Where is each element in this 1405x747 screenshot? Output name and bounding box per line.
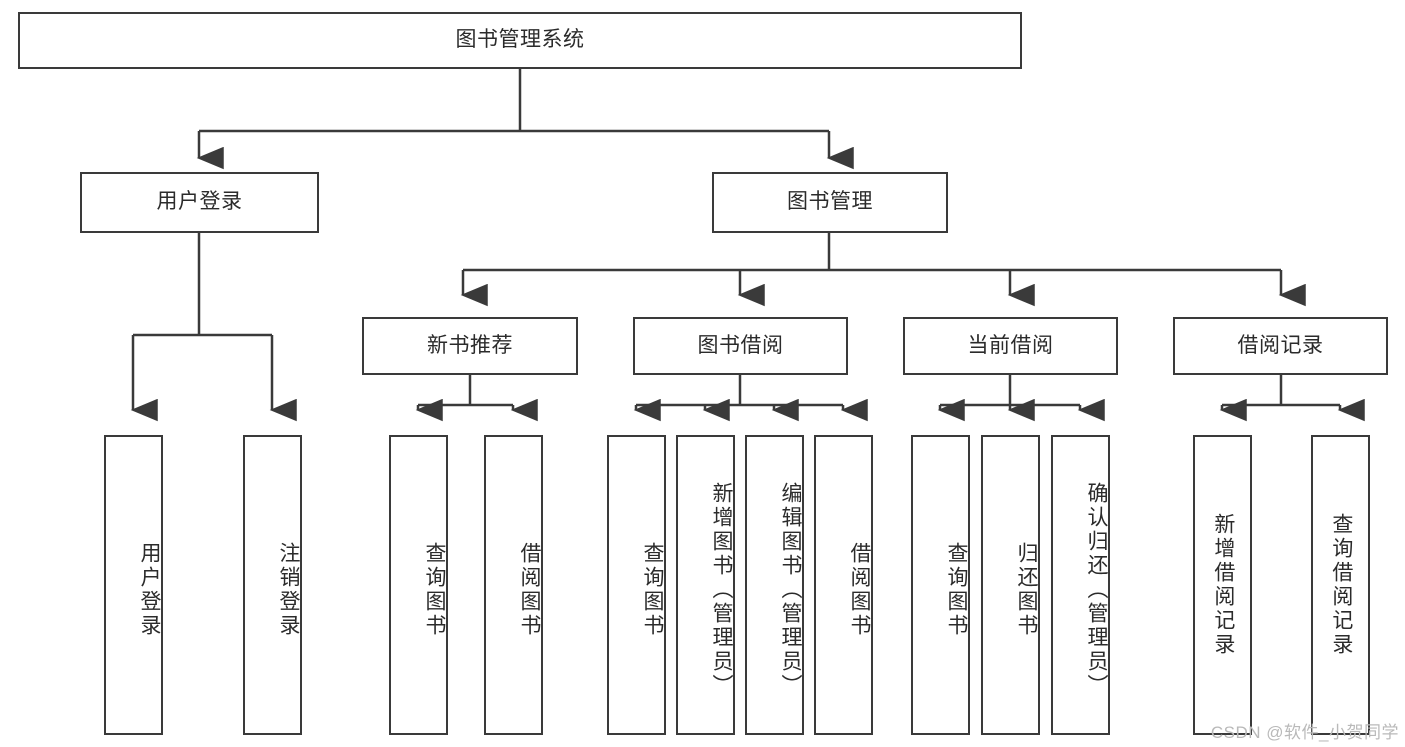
- node-label: 查询图书: [423, 542, 446, 638]
- node-borrow-record[interactable]: 借阅记录: [1173, 317, 1388, 375]
- node-label: 当前借阅: [967, 333, 1054, 357]
- node-label: 图书管理: [787, 190, 873, 214]
- node-label: 借阅图书: [848, 542, 871, 638]
- node-leaf-query-book-3[interactable]: 查询图书: [911, 435, 970, 735]
- node-leaf-borrow-book-1[interactable]: 借阅图书: [484, 435, 543, 735]
- node-leaf-add-book[interactable]: 新增图书（管理员）: [676, 435, 735, 735]
- node-leaf-query-book-1[interactable]: 查询图书: [389, 435, 448, 735]
- node-label: 确认归还（管理员）: [1085, 482, 1108, 698]
- node-label: 借阅图书: [518, 542, 541, 638]
- node-user-login[interactable]: 用户登录: [80, 172, 319, 233]
- node-label: 新增图书（管理员）: [710, 482, 733, 698]
- node-leaf-add-borrow-record[interactable]: 新增借阅记录: [1193, 435, 1252, 735]
- watermark: CSDN @软件_小贺同学: [1210, 723, 1399, 742]
- node-leaf-return-book[interactable]: 归还图书: [981, 435, 1040, 735]
- node-label: 新增借阅记录: [1211, 513, 1235, 657]
- node-label: 查询图书: [945, 542, 968, 638]
- node-leaf-confirm-return[interactable]: 确认归还（管理员）: [1051, 435, 1110, 735]
- node-label: 编辑图书（管理员）: [779, 482, 802, 698]
- node-leaf-logout-login[interactable]: 注销登录: [243, 435, 302, 735]
- node-label: 用户登录: [138, 542, 161, 638]
- node-leaf-borrow-book-2[interactable]: 借阅图书: [814, 435, 873, 735]
- node-label: 归还图书: [1015, 542, 1038, 638]
- node-leaf-edit-book[interactable]: 编辑图书（管理员）: [745, 435, 804, 735]
- node-current-borrow[interactable]: 当前借阅: [903, 317, 1118, 375]
- node-label: 用户登录: [156, 190, 243, 214]
- node-label: 借阅记录: [1237, 333, 1324, 357]
- node-leaf-query-borrow-record[interactable]: 查询借阅记录: [1311, 435, 1370, 735]
- node-leaf-user-login[interactable]: 用户登录: [104, 435, 163, 735]
- node-book-borrow[interactable]: 图书借阅: [633, 317, 848, 375]
- node-new-book-recommend[interactable]: 新书推荐: [362, 317, 578, 375]
- node-book-management[interactable]: 图书管理: [712, 172, 948, 233]
- node-label: 查询借阅记录: [1329, 513, 1353, 657]
- node-label: 图书借阅: [697, 333, 784, 357]
- node-label: 图书管理系统: [455, 28, 585, 52]
- node-label: 查询图书: [641, 542, 664, 638]
- node-label: 新书推荐: [427, 333, 513, 357]
- node-leaf-query-book-2[interactable]: 查询图书: [607, 435, 666, 735]
- node-label: 注销登录: [277, 542, 300, 638]
- node-book-management-system[interactable]: 图书管理系统: [18, 12, 1022, 69]
